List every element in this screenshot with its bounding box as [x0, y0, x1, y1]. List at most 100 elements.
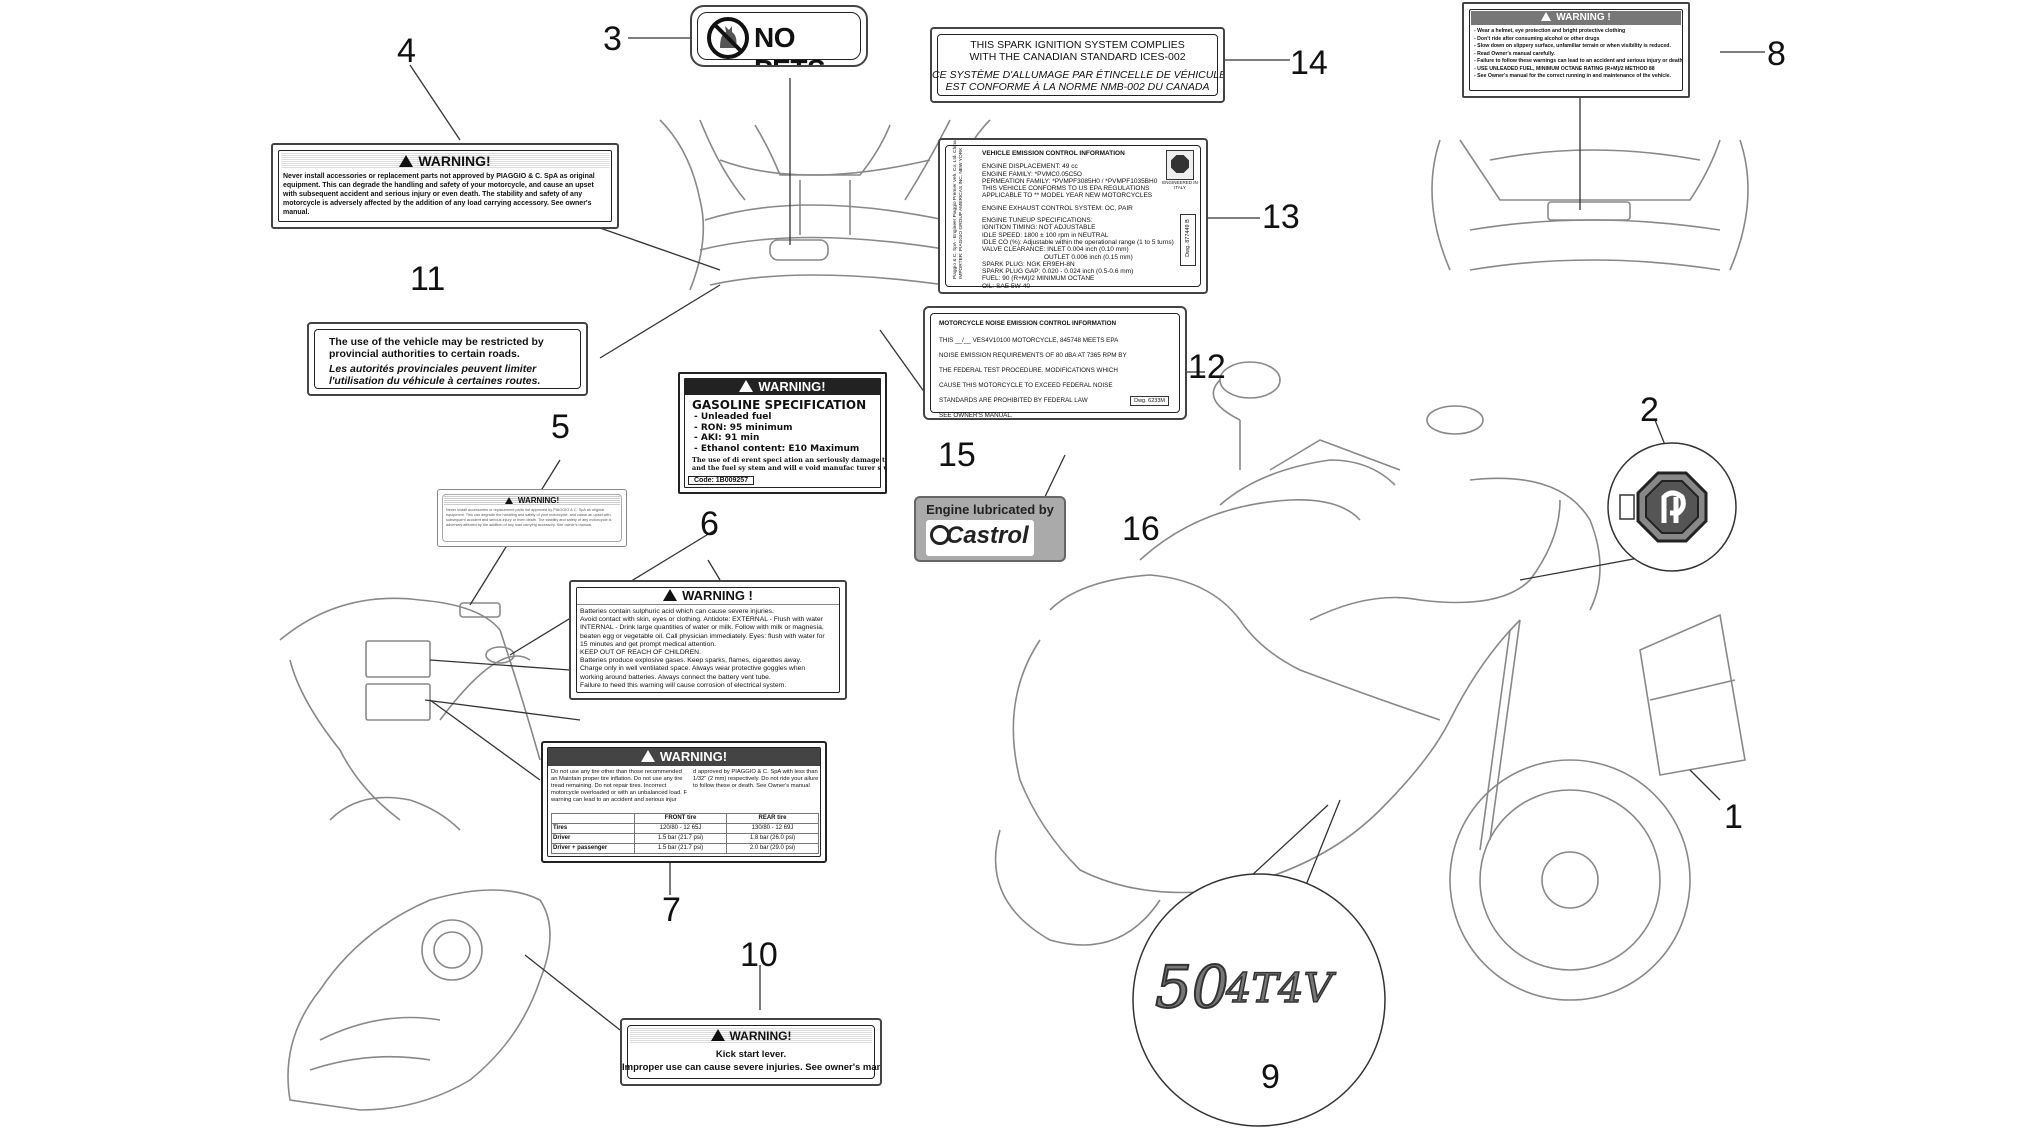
warning-6-triangle-icon: [663, 589, 678, 601]
no-pets-text: NO PETS: [754, 22, 826, 65]
table-header-row: FRONT tire REAR tire: [551, 813, 819, 824]
table-header: FRONT tire: [634, 813, 727, 824]
table-cell: 2.0 bar (29.0 psi): [726, 843, 819, 854]
warning-7-col-1: Do not use any tire other than those rec…: [551, 769, 687, 803]
gasoline-15-label: WARNING! GASOLINE SPECIFICATION - Unlead…: [678, 372, 887, 494]
table-header: REAR tire: [726, 813, 819, 824]
scooter-drawing: [994, 361, 1691, 1001]
callout-10: 10: [740, 936, 778, 974]
warning-6-line: beaten egg or vegetable oil. Call physic…: [580, 632, 825, 640]
warning-6-line: Batteries produce explosive gases. Keep …: [580, 657, 802, 665]
emission-13-dwg: Dwg. 877449 B: [1185, 219, 1191, 257]
warning-4-title: WARNING!: [418, 153, 491, 169]
callout-6: 6: [700, 505, 719, 543]
callout-8: 8: [1767, 35, 1786, 73]
callout-5: 5: [551, 408, 570, 446]
emission-13-line: IGNITION TIMING: NOT ADJUSTABLE: [982, 224, 1096, 232]
gasoline-15-line: - Unleaded fuel: [694, 412, 772, 422]
warning-11-label: The use of the vehicle may be restricted…: [307, 322, 588, 396]
emission-13-side-left-2: IMPORTER: PIAGGIO GROUP AMERICAS INC. NE…: [959, 147, 964, 279]
warning-5-label: WARNING! Never install accessories or re…: [437, 489, 627, 547]
emission-13-label: Piaggio & C. SpA - Engineer Piaggio Prem…: [938, 138, 1208, 294]
warning-10-label: WARNING! Kick start lever. Improper use …: [620, 1018, 882, 1086]
table-cell: 1.8 bar (26.0 psi): [726, 833, 819, 844]
warning-6-line: KEEP OUT OF REACH OF CHILDREN.: [580, 649, 701, 657]
warning-6-line: 15 minutes and get prompt medical attent…: [580, 640, 717, 648]
warning-8-line: - See Owner's manual for the correct run…: [1474, 73, 1671, 79]
warning-10-triangle-icon: [710, 1029, 725, 1041]
ices-line-2: WITH THE CANADIAN STANDARD ICES-002: [969, 51, 1186, 63]
table-cell: Driver: [551, 833, 635, 844]
noise-12-label: MOTORCYCLE NOISE EMISSION CONTROL INFORM…: [923, 306, 1187, 420]
ices-line-1: THIS SPARK IGNITION SYSTEM COMPLIES: [970, 39, 1185, 51]
gasoline-15-note-2: and the fuel sy stem and will e void man…: [692, 464, 885, 472]
warning-8-lines: - Wear a helmet, eye protection and brig…: [1474, 28, 1683, 81]
emission-13-line: APPLICABLE TO ** MODEL YEAR NEW MOTORCYC…: [982, 192, 1153, 200]
badge-4t4v-art: 4T4V: [1225, 966, 1337, 1012]
warning-8-triangle-icon: [1541, 12, 1552, 21]
emission-13-line: IDLE SPEED: 1800 ± 100 rpm in NEUTRAL: [982, 231, 1109, 239]
warning-8-line: - Slow down on slippery surface, unfamil…: [1474, 43, 1671, 49]
noise-12-line: THIS __/__ VES4V10100 MOTORCYCLE, 845748…: [939, 337, 1119, 344]
table-cell: 1.5 bar (21.7 psi): [634, 833, 727, 844]
piaggio-logo-art: [1619, 471, 1708, 543]
emission-13-brand: ENGINEERED IN ITALY: [1162, 180, 1198, 190]
callout-9: 9: [1261, 1058, 1280, 1096]
callout-14: 14: [1290, 44, 1328, 82]
noise-12-line: THE FEDERAL TEST PROCEDURE. MODIFICATION…: [939, 367, 1118, 374]
noise-12-title: MOTORCYCLE NOISE EMISSION CONTROL INFORM…: [939, 320, 1117, 327]
gasoline-15-line: - RON: 95 minimum: [694, 422, 793, 433]
warning-8-label: WARNING ! - Wear a helmet, eye protectio…: [1462, 2, 1690, 98]
gasoline-15-line: - AKI: 91 min: [694, 433, 760, 443]
ices-line-3: CE SYSTÈME D'ALLUMAGE PAR ÉTINCELLE DE V…: [932, 69, 1225, 81]
emission-13-line: OUTLET 0.006 inch (0.15 mm): [1044, 253, 1133, 261]
table-cell: Tires: [551, 823, 635, 834]
badge-50-art: 50: [1155, 953, 1229, 1021]
warning-6-label: WARNING ! Batteries contain sulphuric ac…: [569, 580, 847, 700]
warning-5-body: Never install accessories or replacement…: [446, 508, 612, 527]
warning-10-line-2: Improper use can cause severe injuries. …: [622, 1062, 882, 1073]
warning-6-title: WARNING !: [682, 588, 753, 603]
ices-label: THIS SPARK IGNITION SYSTEM COMPLIES WITH…: [930, 27, 1225, 103]
manual-bag-drawing: [1639, 613, 1746, 776]
warning-8-line: - Read Owner's manual carefully.: [1474, 50, 1555, 57]
noise-12-line: SEE OWNER'S MANUAL.: [939, 412, 1013, 419]
no-pets-icon: [707, 17, 749, 59]
warning-11-line-2: provincial authorities to certain roads.: [329, 348, 520, 360]
ices-line-4: EST CONFORME À LA NORME NMB-002 DU CANAD…: [945, 81, 1210, 93]
warning-5-title: WARNING!: [517, 496, 560, 505]
piaggio-brand-icon: [1166, 150, 1194, 180]
warning-7-label: WARNING! Do not use any tire other than …: [541, 741, 827, 863]
warning-4-label: WARNING! Never install accessories or re…: [271, 143, 619, 229]
gasoline-15-heading: GASOLINE SPECIFICATION: [692, 398, 867, 412]
warning-11-line-1: The use of the vehicle may be restricted…: [329, 336, 544, 348]
table-row: Driver + passenger 1.5 bar (21.7 psi) 2.…: [551, 843, 819, 854]
gasoline-15-title: WARNING!: [758, 379, 826, 394]
callout-16: 16: [1122, 510, 1160, 548]
warning-6-line: Failure to heed this warning will cause …: [580, 681, 787, 689]
callout-7: 7: [662, 891, 681, 929]
warning-10-line-1: Kick start lever.: [715, 1049, 787, 1060]
noise-12-dwg: Dwg. 6233M: [1130, 396, 1169, 406]
gasoline-15-note-1: The use of di erent speci ation an serio…: [692, 456, 886, 464]
callout-2: 2: [1640, 391, 1659, 429]
warning-4-body: Never install accessories or replacement…: [283, 173, 595, 216]
gasoline-15-line: - Ethanol content: E10 Maximum: [694, 443, 860, 454]
table-cell: Driver + passenger: [551, 843, 635, 854]
badge-magnifier-circle: [1132, 873, 1386, 1127]
table-row: Driver 1.5 bar (21.7 psi) 1.8 bar (26.0 …: [551, 833, 819, 844]
callout-15: 15: [938, 436, 976, 474]
emission-13-title: VEHICLE EMISSION CONTROL INFORMATION: [982, 150, 1125, 157]
castrol-logo-icon: [930, 525, 950, 545]
warning-5-triangle-icon: [504, 497, 513, 504]
callout-12: 12: [1188, 348, 1226, 386]
emission-13-line: OIL: SAE 5W-40: [982, 282, 1030, 290]
emission-13-line: FUEL: 90 (R+M)/2 MINIMUM OCTANE: [982, 275, 1095, 283]
noise-12-line: STANDARDS ARE PROHIBITED BY FEDERAL LAW: [939, 397, 1088, 404]
emission-13-line: VALVE CLEARANCE: INLET 0.004 inch (0.10 …: [982, 246, 1129, 254]
storage-compartment-drawing: [279, 597, 541, 831]
warning-11-line-4: l'utilisation du véhicule à certaines ro…: [329, 375, 541, 387]
callout-4: 4: [397, 32, 416, 70]
